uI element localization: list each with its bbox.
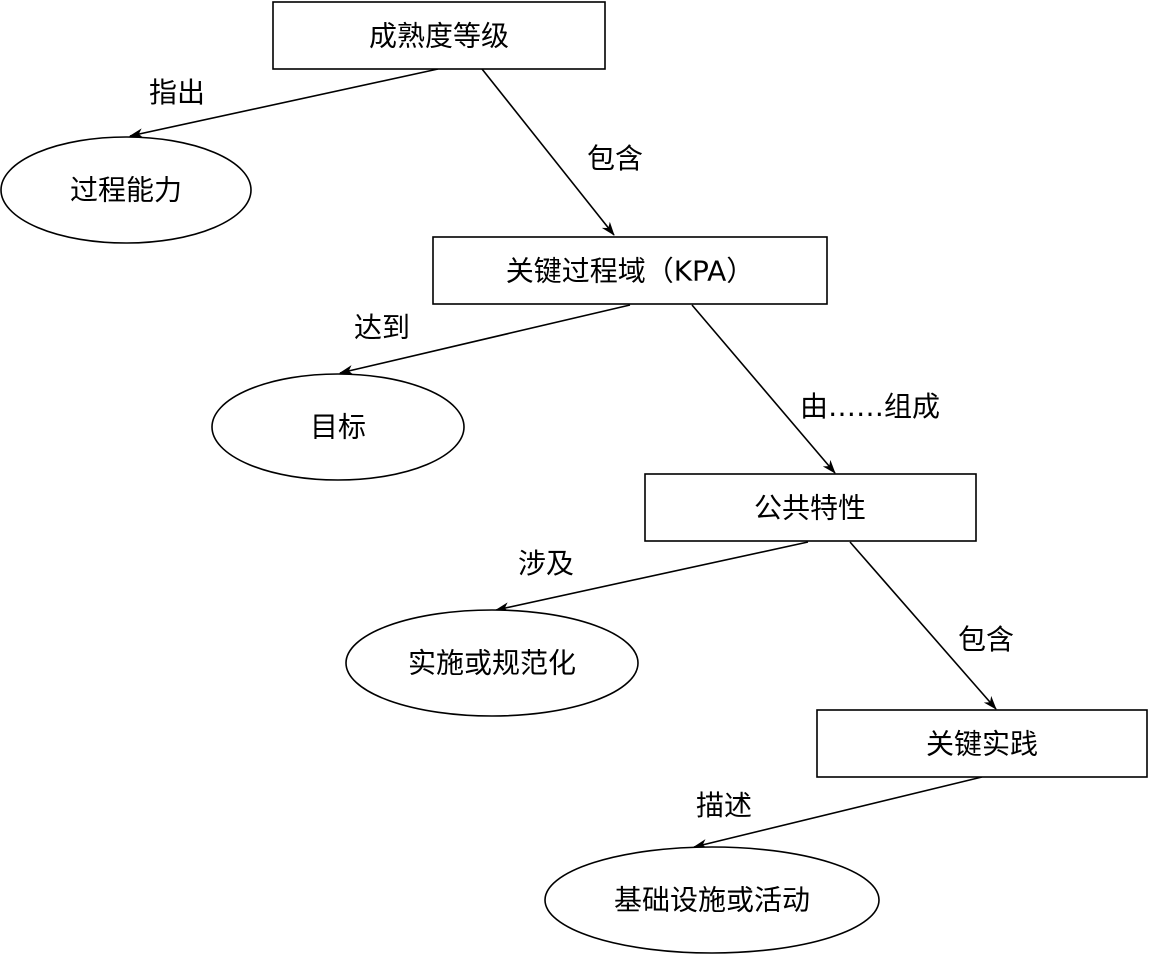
edge-label-contains-1: 包含 [587, 142, 643, 175]
edge-label-describes: 描述 [696, 789, 752, 822]
node-key-practices: 关键实践 [816, 709, 1148, 778]
node-implementation-or-institutionalization: 实施或规范化 [345, 609, 639, 717]
node-goals: 目标 [211, 373, 465, 481]
edge-label-composed-of: 由……组成 [800, 390, 940, 423]
node-infrastructure-or-activities-label: 基础设施或活动 [614, 884, 810, 917]
node-common-features: 公共特性 [644, 473, 977, 542]
node-kpa: 关键过程域（KPA） [432, 236, 828, 305]
edge-contains-2 [849, 541, 997, 710]
node-maturity-level: 成熟度等级 [272, 1, 606, 70]
node-key-practices-label: 关键实践 [926, 728, 1038, 761]
node-implementation-or-institutionalization-label: 实施或规范化 [408, 647, 576, 680]
node-kpa-label: 关键过程域（KPA） [506, 255, 755, 288]
node-common-features-label: 公共特性 [754, 492, 866, 525]
node-process-capability: 过程能力 [0, 136, 252, 244]
edge-label-contains-2: 包含 [958, 623, 1014, 656]
edge-describes [693, 776, 983, 849]
edge-label-indicates: 指出 [149, 76, 205, 109]
edge-label-achieves: 达到 [354, 311, 410, 344]
edge-composed-of [691, 304, 836, 474]
node-process-capability-label: 过程能力 [70, 174, 182, 207]
edge-achieves [339, 304, 631, 375]
node-goals-label: 目标 [310, 411, 366, 444]
edge-involves [495, 541, 809, 613]
edge-label-involves: 涉及 [518, 547, 574, 580]
node-maturity-level-label: 成熟度等级 [369, 20, 509, 53]
edge-contains-1 [481, 68, 615, 236]
node-infrastructure-or-activities: 基础设施或活动 [544, 846, 880, 954]
edge-indicates [129, 68, 439, 139]
